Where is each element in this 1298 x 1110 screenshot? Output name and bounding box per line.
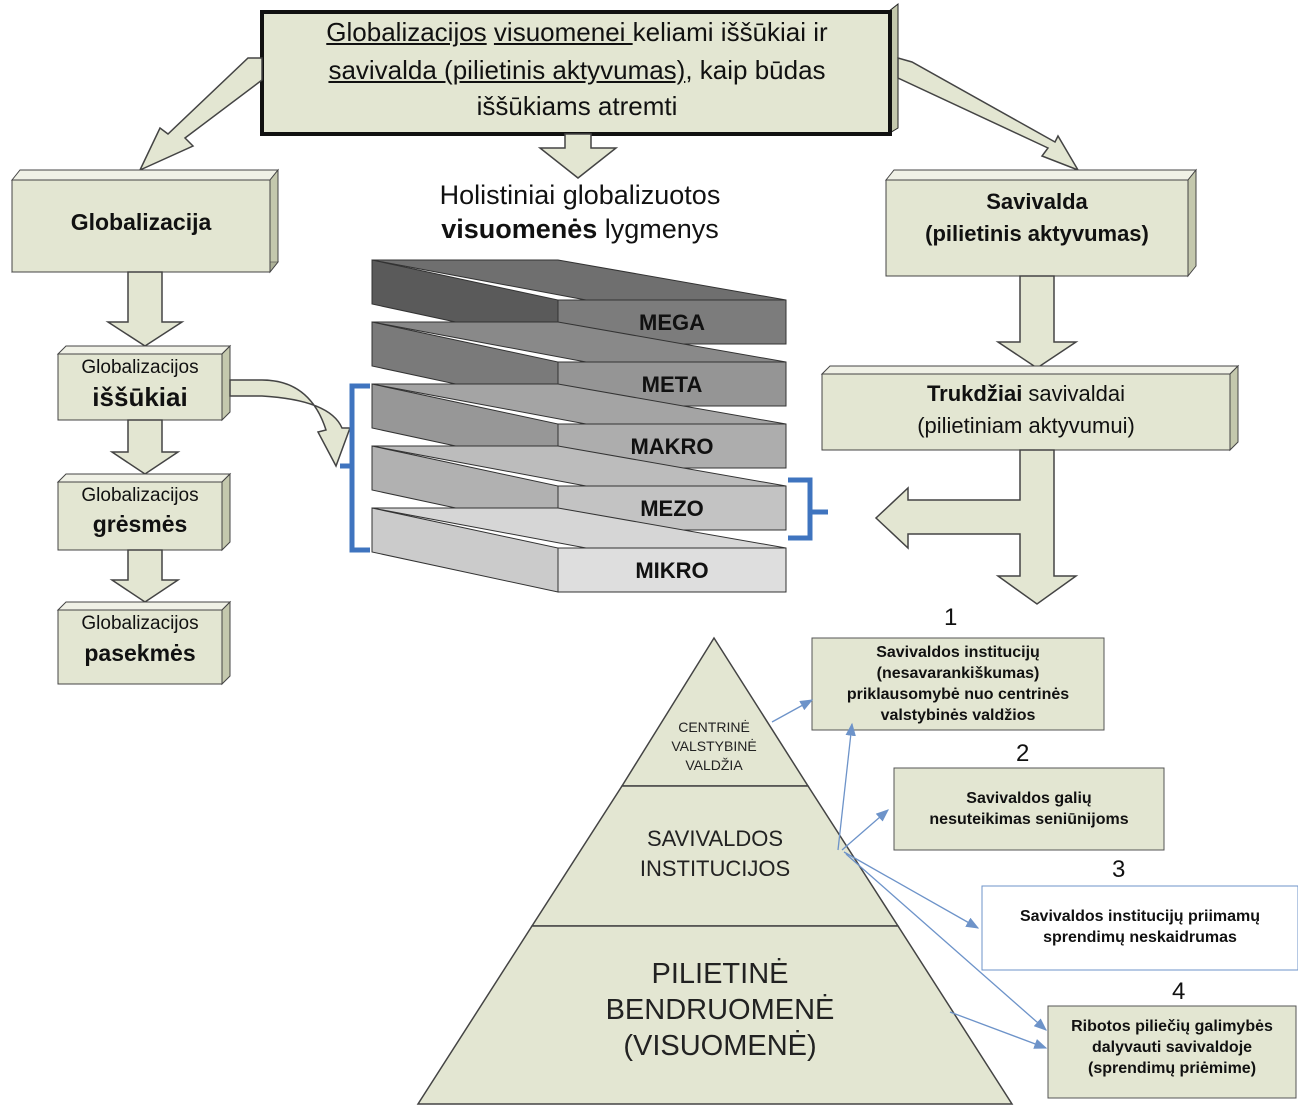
note-text-2: Savivaldos galių nesuteikimas seniūnijom…	[894, 788, 1164, 830]
obstacles-box	[820, 364, 1240, 452]
savivalda-box	[884, 168, 1198, 278]
title-line-3: iššūkiams atremti	[476, 91, 678, 121]
title-line1-rest: keliami iššūkiai ir	[632, 17, 828, 47]
obstacles-rest: savivaldai	[1022, 381, 1126, 406]
level-label-mezo: MEZO	[640, 496, 704, 521]
note-3-line1: Savivaldos institucijų priimamų	[1019, 908, 1261, 925]
level-slab-mikro	[371, 507, 787, 593]
consequences-small-label: Globalizacijos	[81, 613, 199, 634]
level-label-makro: MAKRO	[630, 434, 714, 459]
note-box-3	[981, 885, 1298, 971]
level-slab-meta	[371, 321, 787, 407]
note-1-line4: valstybinės valdžios	[880, 707, 1036, 724]
note-1-line2: (nesavarankiškumas)	[876, 665, 1040, 682]
challenges-box	[56, 344, 232, 422]
pyramid-bottom-label: PILIETINĖ BENDRUOMENĖ (VISUOMENĖ)	[540, 956, 900, 1064]
title-underlined-globalizacijos: Globalizacijos	[326, 17, 487, 47]
title-underlined-visuomenei: visuomenei	[493, 17, 633, 47]
curved-arrow-challenges-to-levels	[229, 379, 352, 468]
threats-label: Globalizacijos grėsmės	[58, 484, 222, 540]
arrow-challenges-to-threats	[109, 419, 181, 475]
note-4-line2: dalyvauti savivaldoje	[1091, 1039, 1253, 1056]
arrow-savivalda-to-obstacles	[995, 275, 1079, 369]
pyramid	[416, 636, 1014, 1105]
levels-heading-line1: Holistiniai globalizuotos	[439, 180, 721, 210]
levels-heading-line2: visuomenės lygmenys	[380, 212, 780, 246]
arrow-title-to-savivalda	[897, 57, 1080, 172]
title-box	[260, 2, 899, 136]
right-bracket	[788, 477, 828, 541]
pyramid-top-label: CENTRINĖ VALSTYBINĖ VALDŽIA	[634, 718, 794, 775]
level-label-mikro: MIKRO	[635, 558, 709, 583]
level-label-mega: MEGA	[639, 310, 705, 335]
globalizacija-label: Globalizacija	[70, 209, 212, 235]
note-number-4: 4	[1172, 978, 1186, 1005]
note-2-line2: nesuteikimas seniūnijoms	[929, 811, 1129, 828]
title-line-2: savivalda (pilietinis aktyvumas), kaip b…	[262, 54, 892, 86]
levels-heading-rest: lygmenys	[597, 214, 719, 244]
levels-heading: Holistiniai globalizuotos visuomenės lyg…	[380, 178, 780, 246]
arrow-obstacles-to-levels-and-pyramid	[874, 449, 1079, 605]
note-text-4: Ribotos piliečių galimybės dalyvauti sav…	[1048, 1016, 1296, 1079]
globalizacija-box	[10, 168, 280, 274]
threats-small-label: Globalizacijos	[81, 485, 199, 506]
pyramid-middle-line2: INSTITUCIJOS	[639, 856, 791, 881]
pyramid-top-line1: CENTRINĖ	[678, 719, 750, 735]
obstacles-label-line1: Trukdžiai savivaldai	[822, 378, 1230, 410]
title-line2-rest: , kaip būdas	[685, 55, 826, 85]
pyramid-top-line3: VALDŽIA	[685, 757, 743, 773]
note-4-line3: (sprendimų priėmime)	[1087, 1060, 1257, 1077]
note-box-1	[811, 637, 1105, 731]
level-label-meta: META	[641, 372, 703, 397]
levels-heading-bold: visuomenės	[441, 214, 598, 244]
title-line-1: Globalizacijos visuomenei keliami iššūki…	[262, 16, 892, 48]
note-number-1: 1	[944, 604, 958, 631]
obstacles-label: Trukdžiai savivaldai (pilietiniam aktyvu…	[822, 378, 1230, 442]
note-box-4	[1047, 1005, 1297, 1099]
note-number-2: 2	[1016, 740, 1030, 767]
challenges-small-label: Globalizacijos	[81, 357, 199, 378]
note-1-line1: Savivaldos institucijų	[876, 644, 1040, 661]
obstacles-label-line2: (pilietiniam aktyvumui)	[917, 413, 1135, 438]
pyramid-bottom-line1: PILIETINĖ	[651, 958, 789, 990]
note-box-2	[893, 767, 1165, 851]
note-4-line1: Ribotos piliečių galimybės	[1071, 1018, 1273, 1035]
level-slab-mega	[371, 259, 787, 345]
challenges-label: Globalizacijos iššūkiai	[58, 356, 222, 414]
threats-big-label: grėsmės	[92, 511, 188, 537]
note-text-1: Savivaldos institucijų (nesavarankiškuma…	[812, 642, 1104, 726]
obstacles-bold: Trukdžiai	[926, 381, 1023, 406]
pyramid-middle-line1: SAVIVALDOS	[646, 826, 784, 851]
consequences-label: Globalizacijos pasekmės	[58, 612, 222, 670]
pyramid-top-line2: VALSTYBINĖ	[671, 738, 757, 754]
arrow-title-to-levels	[537, 133, 619, 179]
note-number-3: 3	[1112, 856, 1126, 883]
arrow-title-to-globalizacija	[138, 57, 263, 172]
note-text-3: Savivaldos institucijų priimamų sprendim…	[982, 906, 1298, 948]
pyramid-bottom-line3: (VISUOMENĖ)	[623, 1030, 817, 1062]
note-1-line3: priklausomybė nuo centrinės	[846, 686, 1070, 703]
pyramid-middle-label: SAVIVALDOS INSTITUCIJOS	[580, 824, 850, 884]
savivalda-label: Savivalda (pilietinis aktyvumas)	[886, 186, 1188, 250]
arrow-globalizacija-to-challenges	[105, 271, 185, 347]
threats-box	[56, 472, 232, 552]
consequences-big-label: pasekmės	[84, 640, 196, 666]
note-2-line1: Savivaldos galių	[966, 790, 1092, 807]
savivalda-label-line2: (pilietinis aktyvumas)	[925, 221, 1149, 246]
savivalda-label-line1: Savivalda	[986, 189, 1088, 214]
consequences-box	[56, 600, 232, 686]
left-bracket	[340, 383, 370, 553]
arrow-threats-to-consequences	[109, 549, 181, 603]
pyramid-bottom-line2: BENDRUOMENĖ	[605, 994, 835, 1026]
challenges-big-label: iššūkiai	[92, 382, 188, 412]
title-underlined-savivalda: savivalda (pilietinis aktyvumas)	[328, 55, 686, 85]
connectors	[771, 699, 1048, 1049]
note-3-line2: sprendimų neskaidrumas	[1043, 929, 1237, 946]
